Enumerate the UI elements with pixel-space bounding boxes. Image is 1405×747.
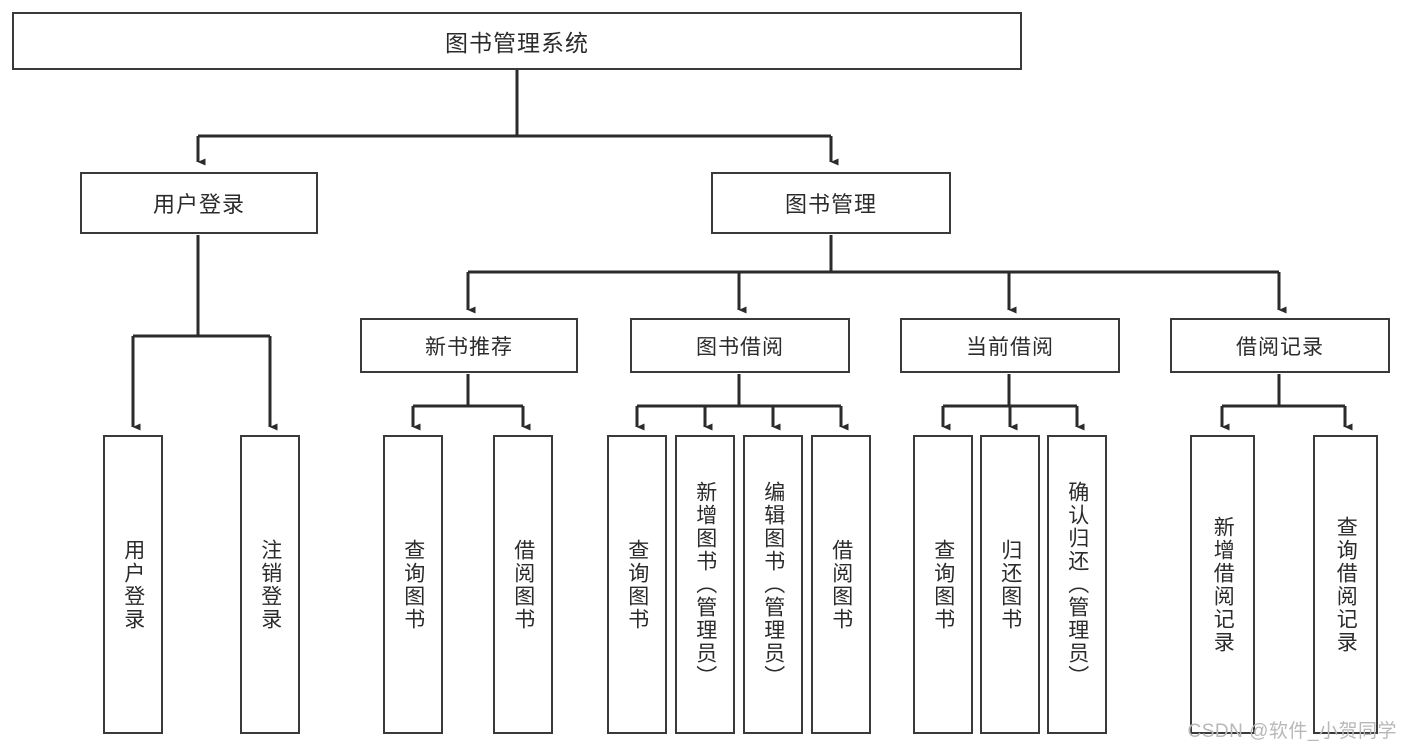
node-root-label: 图书管理系统 bbox=[445, 30, 589, 56]
node-leaf-return-book-label: 归还图书 bbox=[998, 538, 1022, 631]
node-leaf-return-book[interactable]: 归还图书 bbox=[980, 435, 1040, 734]
node-leaf-add-record[interactable]: 新增借阅记录 bbox=[1190, 435, 1255, 734]
node-leaf-edit-book[interactable]: 编辑图书（管理员） bbox=[743, 435, 803, 734]
node-user-login[interactable]: 用户登录 bbox=[80, 172, 318, 234]
node-book-manage-label: 图书管理 bbox=[784, 192, 877, 217]
node-leaf-user-logout-label: 注销登录 bbox=[258, 538, 282, 631]
node-book-borrow[interactable]: 图书借阅 bbox=[630, 318, 850, 373]
node-leaf-query-book-2[interactable]: 查询图书 bbox=[607, 435, 667, 734]
node-leaf-borrow-book-2[interactable]: 借阅图书 bbox=[811, 435, 871, 734]
node-current-borrow-label: 当前借阅 bbox=[966, 335, 1054, 359]
node-leaf-query-book-3-label: 查询图书 bbox=[931, 538, 955, 631]
csdn-watermark: CSDN @软件_小贺同学 bbox=[1187, 721, 1397, 742]
node-leaf-add-record-label: 新增借阅记录 bbox=[1211, 515, 1235, 654]
node-book-manage[interactable]: 图书管理 bbox=[711, 172, 951, 234]
node-leaf-query-record-label: 查询借阅记录 bbox=[1334, 515, 1358, 654]
node-user-login-label: 用户登录 bbox=[152, 192, 245, 217]
node-borrow-record-label: 借阅记录 bbox=[1236, 335, 1324, 359]
node-leaf-borrow-book-1-label: 借阅图书 bbox=[511, 538, 535, 631]
node-leaf-confirm-return[interactable]: 确认归还（管理员） bbox=[1047, 435, 1107, 734]
node-leaf-query-record[interactable]: 查询借阅记录 bbox=[1313, 435, 1378, 734]
node-root[interactable]: 图书管理系统 bbox=[12, 12, 1022, 70]
node-leaf-query-book-3[interactable]: 查询图书 bbox=[913, 435, 973, 734]
node-current-borrow[interactable]: 当前借阅 bbox=[900, 318, 1120, 373]
node-leaf-query-book-1[interactable]: 查询图书 bbox=[383, 435, 443, 734]
node-leaf-user-logout[interactable]: 注销登录 bbox=[240, 435, 300, 734]
node-leaf-borrow-book-1[interactable]: 借阅图书 bbox=[493, 435, 553, 734]
node-book-borrow-label: 图书借阅 bbox=[696, 335, 784, 359]
node-borrow-record[interactable]: 借阅记录 bbox=[1170, 318, 1390, 373]
node-leaf-add-book-label: 新增图书（管理员） bbox=[693, 481, 717, 688]
node-leaf-add-book[interactable]: 新增图书（管理员） bbox=[675, 435, 735, 734]
node-leaf-query-book-1-label: 查询图书 bbox=[401, 538, 425, 631]
node-leaf-query-book-2-label: 查询图书 bbox=[625, 538, 649, 631]
node-new-book-recommend-label: 新书推荐 bbox=[425, 335, 513, 359]
node-leaf-user-login-label: 用户登录 bbox=[121, 538, 145, 631]
node-leaf-user-login[interactable]: 用户登录 bbox=[103, 435, 163, 734]
node-leaf-confirm-return-label: 确认归还（管理员） bbox=[1065, 481, 1089, 688]
node-leaf-borrow-book-2-label: 借阅图书 bbox=[829, 538, 853, 631]
node-leaf-edit-book-label: 编辑图书（管理员） bbox=[761, 481, 785, 688]
node-new-book-recommend[interactable]: 新书推荐 bbox=[360, 318, 578, 373]
